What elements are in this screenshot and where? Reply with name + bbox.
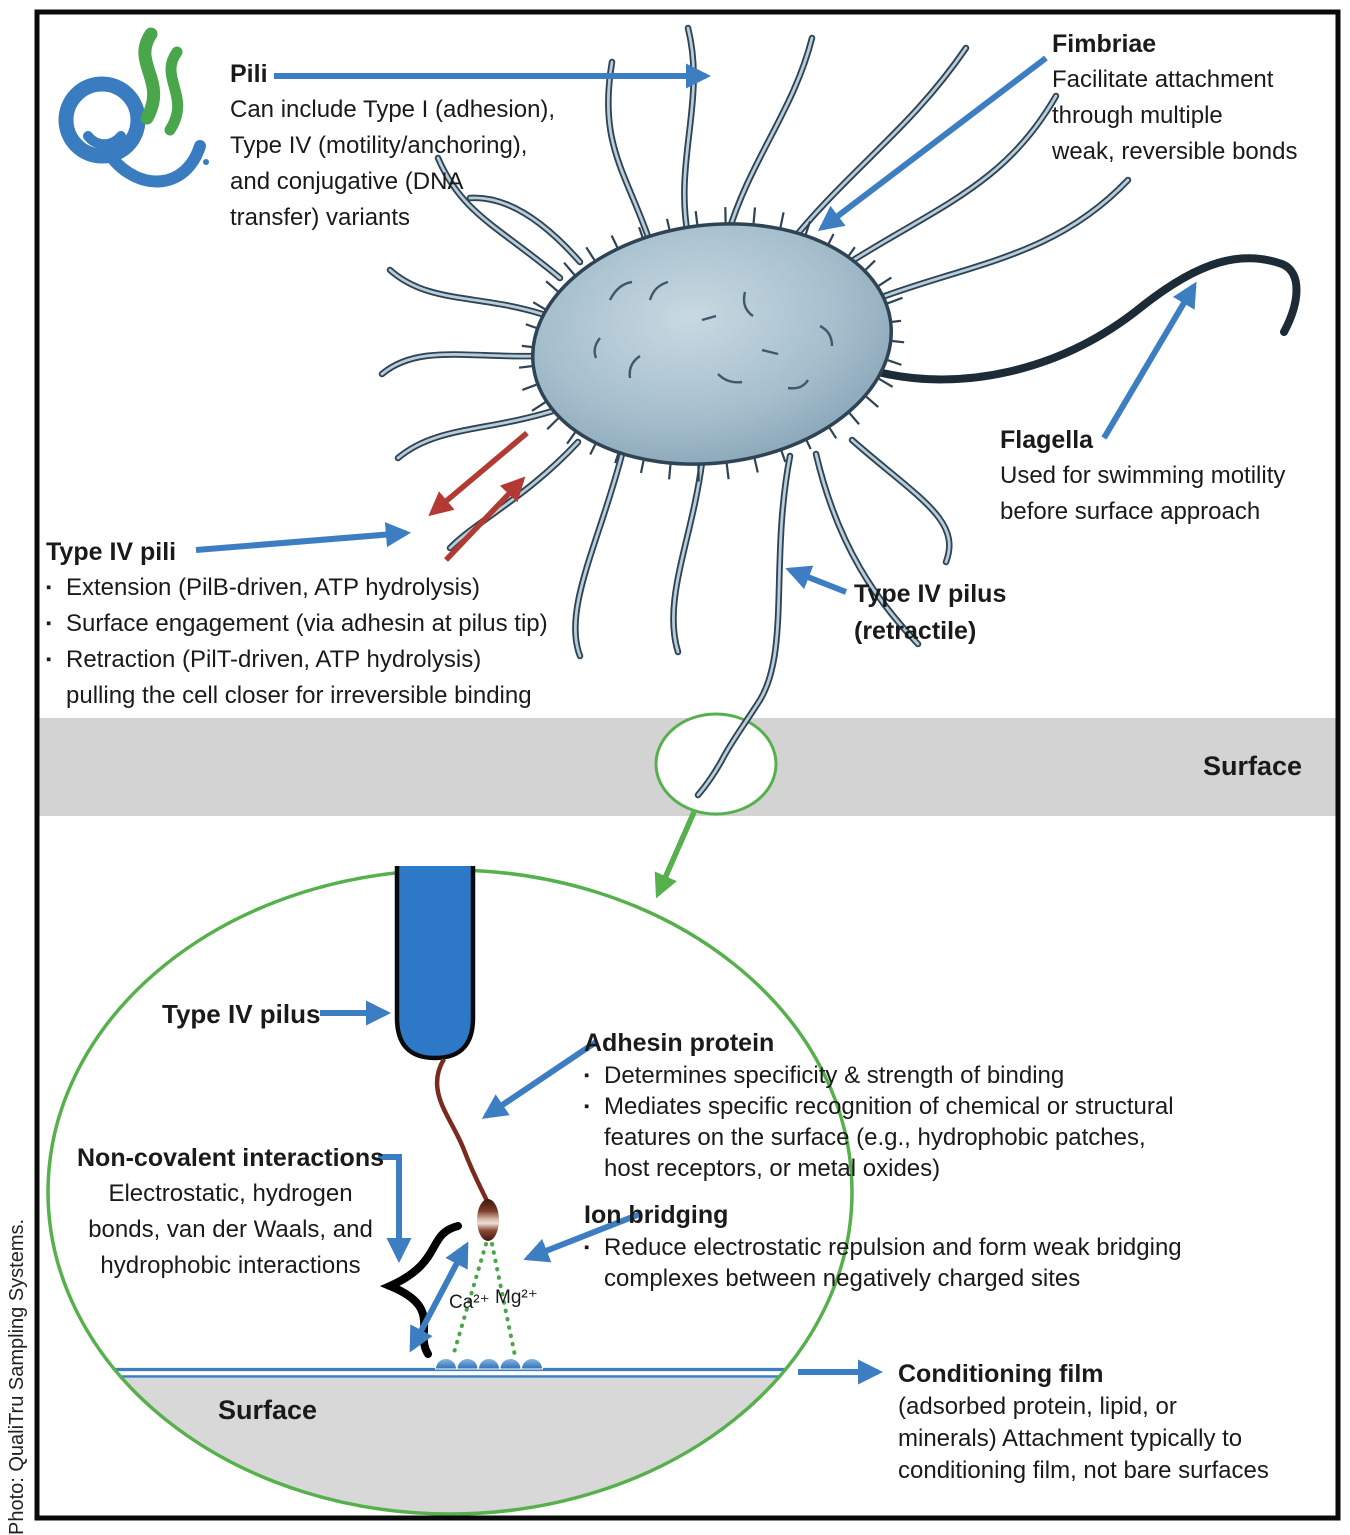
adhesin-label: Adhesin protein ▪Determines specificity … — [584, 1026, 1174, 1184]
surface-ellipse-label: Surface — [218, 1392, 317, 1428]
ion-bridging-label: Ion bridging ▪Reduce electrostatic repul… — [584, 1199, 1182, 1294]
flagella-title: Flagella — [1000, 422, 1285, 458]
type-iv-pilus-rod — [397, 866, 473, 1058]
type-iv-pilus-bottom-label: Type IV pilus — [162, 996, 320, 1032]
bullet-item: ▪Mediates specific recognition of chemic… — [584, 1091, 1174, 1122]
text-line: Electrostatic, hydrogen — [58, 1176, 403, 1212]
surface-fill — [44, 1378, 856, 1520]
bullet-item: ▪Retraction (PilT-driven, ATP hydrolysis… — [46, 642, 548, 678]
conditioning-label: Conditioning film (adsorbed protein, lip… — [898, 1358, 1269, 1487]
bullet-icon: ▪ — [584, 1091, 604, 1122]
magnesium-ion-label: Mg²⁺ — [495, 1280, 538, 1316]
text-line: (adsorbed protein, lipid, or — [898, 1391, 1269, 1423]
text-line: features on the surface (e.g., hydrophob… — [584, 1122, 1174, 1153]
surface-band-label: Surface — [1040, 748, 1302, 784]
text-line: weak, reversible bonds — [1052, 134, 1297, 170]
bullet-icon: ▪ — [46, 570, 66, 606]
text-line: host receptors, or metal oxides) — [584, 1153, 1174, 1184]
text-line: hydrophobic interactions — [58, 1248, 403, 1284]
bullet-item: ▪Extension (PilB-driven, ATP hydrolysis) — [46, 570, 548, 606]
text-line: Type IV pilus — [854, 576, 1006, 613]
bullet-icon: ▪ — [46, 606, 66, 642]
text-line: bonds, van der Waals, and — [58, 1212, 403, 1248]
bullet-item: ▪Reduce electrostatic repulsion and form… — [584, 1232, 1182, 1263]
text-line: (retractile) — [854, 613, 1006, 650]
bullet-icon: ▪ — [584, 1060, 604, 1091]
type-iv-pilus-retractile-label: Type IV pilus (retractile) — [854, 576, 1006, 650]
bullet-icon: ▪ — [584, 1232, 604, 1263]
text-line: minerals) Attachment typically to — [898, 1423, 1269, 1455]
adhesin-title: Adhesin protein — [584, 1026, 1174, 1060]
pilus-fiber — [437, 1059, 487, 1201]
type-iv-pili-label: Type IV pili ▪Extension (PilB-driven, AT… — [46, 534, 548, 714]
type-iv-pili-title: Type IV pili — [46, 534, 548, 570]
bullet-item: ▪Surface engagement (via adhesin at pilu… — [46, 606, 548, 642]
text-line: Facilitate attachment — [1052, 62, 1297, 98]
text-line: Reduce electrostatic repulsion and form … — [604, 1232, 1182, 1263]
text-line: Mediates specific recognition of chemica… — [604, 1091, 1174, 1122]
text-line: through multiple — [1052, 98, 1297, 134]
zoom-arrow — [658, 812, 694, 894]
fimbriae-label: Fimbriae Facilitate attachment through m… — [1052, 26, 1297, 170]
text-line: Extension (PilB-driven, ATP hydrolysis) — [66, 570, 480, 606]
noncovalent-label: Non-covalent interactions Electrostatic,… — [58, 1140, 403, 1284]
text-line: Can include Type I (adhesion), — [230, 92, 555, 128]
bullet-icon: ▪ — [46, 642, 66, 678]
flagella-arrow — [1104, 286, 1194, 438]
text-line: pulling the cell closer for irreversible… — [46, 678, 548, 714]
bullet-item: ▪Determines specificity & strength of bi… — [584, 1060, 1174, 1091]
fimbriae-arrow — [822, 58, 1046, 228]
text-line: Type IV (motility/anchoring), — [230, 128, 555, 164]
calcium-ion-label: Ca²⁺ — [449, 1285, 490, 1321]
adhesin-protein-shape — [477, 1199, 499, 1241]
text-line: and conjugative (DNA — [230, 164, 555, 200]
charged-sites — [436, 1359, 543, 1370]
ion-bridging-title: Ion bridging — [584, 1199, 1182, 1232]
conditioning-title: Conditioning film — [898, 1358, 1269, 1391]
flagella-label: Flagella Used for swimming motility befo… — [1000, 422, 1285, 530]
fimbriae-title: Fimbriae — [1052, 26, 1297, 62]
text-line: transfer) variants — [230, 200, 555, 236]
text-line: Surface engagement (via adhesin at pilus… — [66, 606, 548, 642]
text-line: complexes between negatively charged sit… — [584, 1263, 1182, 1294]
noncovalent-title: Non-covalent interactions — [58, 1140, 403, 1176]
text-line: Retraction (PilT-driven, ATP hydrolysis) — [66, 642, 481, 678]
photo-credit: Photo: QualiTru Sampling Systems. — [0, 1155, 35, 1535]
text-line: conditioning film, not bare surfaces — [898, 1455, 1269, 1487]
text-line: Determines specificity & strength of bin… — [604, 1060, 1064, 1091]
qualitru-logo — [66, 34, 209, 181]
text-line: before surface approach — [1000, 494, 1285, 530]
pili-label: Pili Can include Type I (adhesion), Type… — [230, 56, 555, 236]
retractile-arrow — [790, 570, 846, 592]
pili-title: Pili — [230, 56, 555, 92]
adhesin-arrow — [486, 1042, 596, 1116]
text-line: Used for swimming motility — [1000, 458, 1285, 494]
